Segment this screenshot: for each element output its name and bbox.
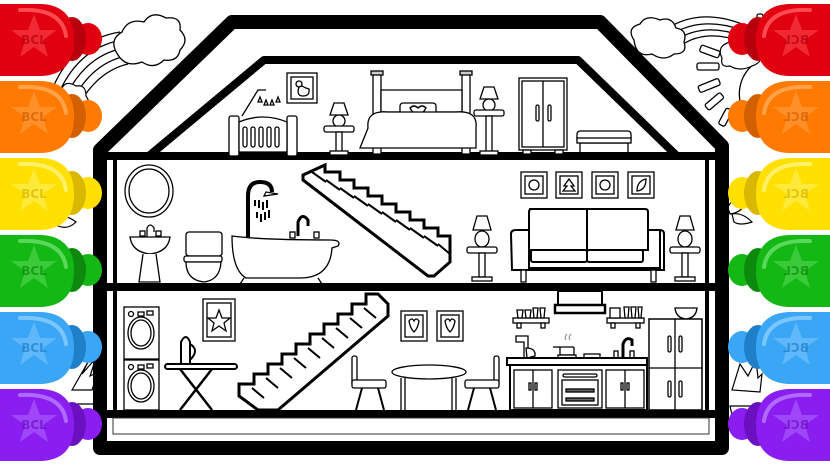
chair-right-icon <box>464 355 500 411</box>
marker-left-blue: BCL <box>0 312 102 384</box>
star-icon <box>773 399 819 442</box>
shelf-right-icon <box>606 306 645 329</box>
star-icon <box>773 322 819 365</box>
cloud-right-icon <box>630 17 686 59</box>
picture-smiley-icon <box>520 171 548 199</box>
marker-right-blue: BCL <box>728 312 830 384</box>
star-icon <box>773 14 819 57</box>
star-icon <box>11 399 57 442</box>
table-lamp-living-right-icon <box>669 215 701 282</box>
star-picture-icon <box>202 298 236 342</box>
marker-left-green: BCL <box>0 235 102 307</box>
marker-brand-label: BCL <box>783 187 809 201</box>
star-icon <box>773 91 819 134</box>
house-inner-wall-left <box>113 160 117 410</box>
sofa-icon <box>509 208 665 283</box>
pedestal-sink-icon <box>129 224 171 283</box>
marker-brand-label: BCL <box>783 33 809 47</box>
dining-room <box>351 310 500 411</box>
washing-machine-icon <box>123 306 160 360</box>
cloud-left-icon <box>113 14 186 67</box>
iron-icon <box>180 336 196 365</box>
round-mirror-icon <box>124 164 174 218</box>
attic-bedroom <box>228 70 632 157</box>
house-inner-wall-right <box>705 160 709 410</box>
marker-left-orange: BCL <box>0 81 102 153</box>
marker-right-yellow: BCL <box>728 158 830 230</box>
attic-roof-inner <box>147 56 679 159</box>
floor-divider-2 <box>106 283 716 291</box>
wardrobe-icon <box>518 77 568 155</box>
table-lamp-right-icon <box>473 86 505 156</box>
marker-brand-label: BCL <box>783 264 809 278</box>
bench-icon <box>576 130 632 155</box>
right-marker-column: BCL BCL BCL BCL BCL BCL <box>728 4 830 461</box>
stand-mixer-icon <box>515 335 536 359</box>
marker-right-purple: BCL <box>728 389 830 461</box>
marker-brand-label: BCL <box>21 33 47 47</box>
marker-brand-label: BCL <box>21 341 47 355</box>
staircase-lower-icon <box>237 292 390 412</box>
marker-brand-label: BCL <box>21 187 47 201</box>
marker-brand-label: BCL <box>783 418 809 432</box>
foundation-strip <box>112 417 710 435</box>
marker-right-green: BCL <box>728 235 830 307</box>
left-marker-column: BCL BCL BCL BCL BCL BCL <box>0 4 102 461</box>
heart-picture-2-icon <box>436 310 464 342</box>
table-lamp-left-icon <box>323 102 355 156</box>
star-icon <box>11 168 57 211</box>
round-table-icon <box>391 364 467 410</box>
star-icon <box>11 14 57 57</box>
cabinet-left-icon <box>513 369 553 409</box>
star-icon <box>11 91 57 134</box>
picture-tree-icon <box>555 171 583 199</box>
bathroom <box>124 164 340 285</box>
star-icon <box>11 322 57 365</box>
star-icon <box>773 245 819 288</box>
marker-brand-label: BCL <box>21 264 47 278</box>
shower-water-icon <box>254 200 270 222</box>
dryer-icon <box>123 359 160 411</box>
marker-left-yellow: BCL <box>0 158 102 230</box>
ironing-board-icon <box>164 363 238 411</box>
marker-left-red: BCL <box>0 4 102 76</box>
floor-divider-1 <box>106 152 716 160</box>
bed-icon <box>359 70 477 155</box>
bathtub-icon <box>231 179 340 285</box>
table-lamp-living-left-icon <box>466 215 498 282</box>
heart-picture-1-icon <box>400 310 428 342</box>
bird-picture-icon <box>286 72 318 104</box>
shelf-left-icon <box>512 307 550 329</box>
range-hood-icon <box>553 290 607 315</box>
floor-divider-3 <box>106 410 716 418</box>
marker-left-purple: BCL <box>0 389 102 461</box>
picture-leaf-icon <box>627 171 655 199</box>
picture-flower-icon <box>591 171 619 199</box>
marker-brand-label: BCL <box>21 110 47 124</box>
marker-brand-label: BCL <box>783 110 809 124</box>
crib-icon <box>228 89 298 157</box>
marker-brand-label: BCL <box>783 341 809 355</box>
marker-right-orange: BCL <box>728 81 830 153</box>
kitchen <box>506 290 703 411</box>
marker-right-red: BCL <box>728 4 830 76</box>
bowl-icon <box>674 307 698 320</box>
oven-icon <box>557 369 603 409</box>
star-icon <box>773 168 819 211</box>
living-room <box>466 171 701 283</box>
star-icon <box>11 245 57 288</box>
laundry-room <box>123 298 238 411</box>
chair-left-icon <box>351 355 387 411</box>
staircase-upper-icon <box>301 162 452 278</box>
marker-brand-label: BCL <box>21 418 47 432</box>
refrigerator-icon <box>648 318 703 411</box>
toilet-icon <box>183 231 223 283</box>
cabinet-right-icon <box>605 369 645 409</box>
